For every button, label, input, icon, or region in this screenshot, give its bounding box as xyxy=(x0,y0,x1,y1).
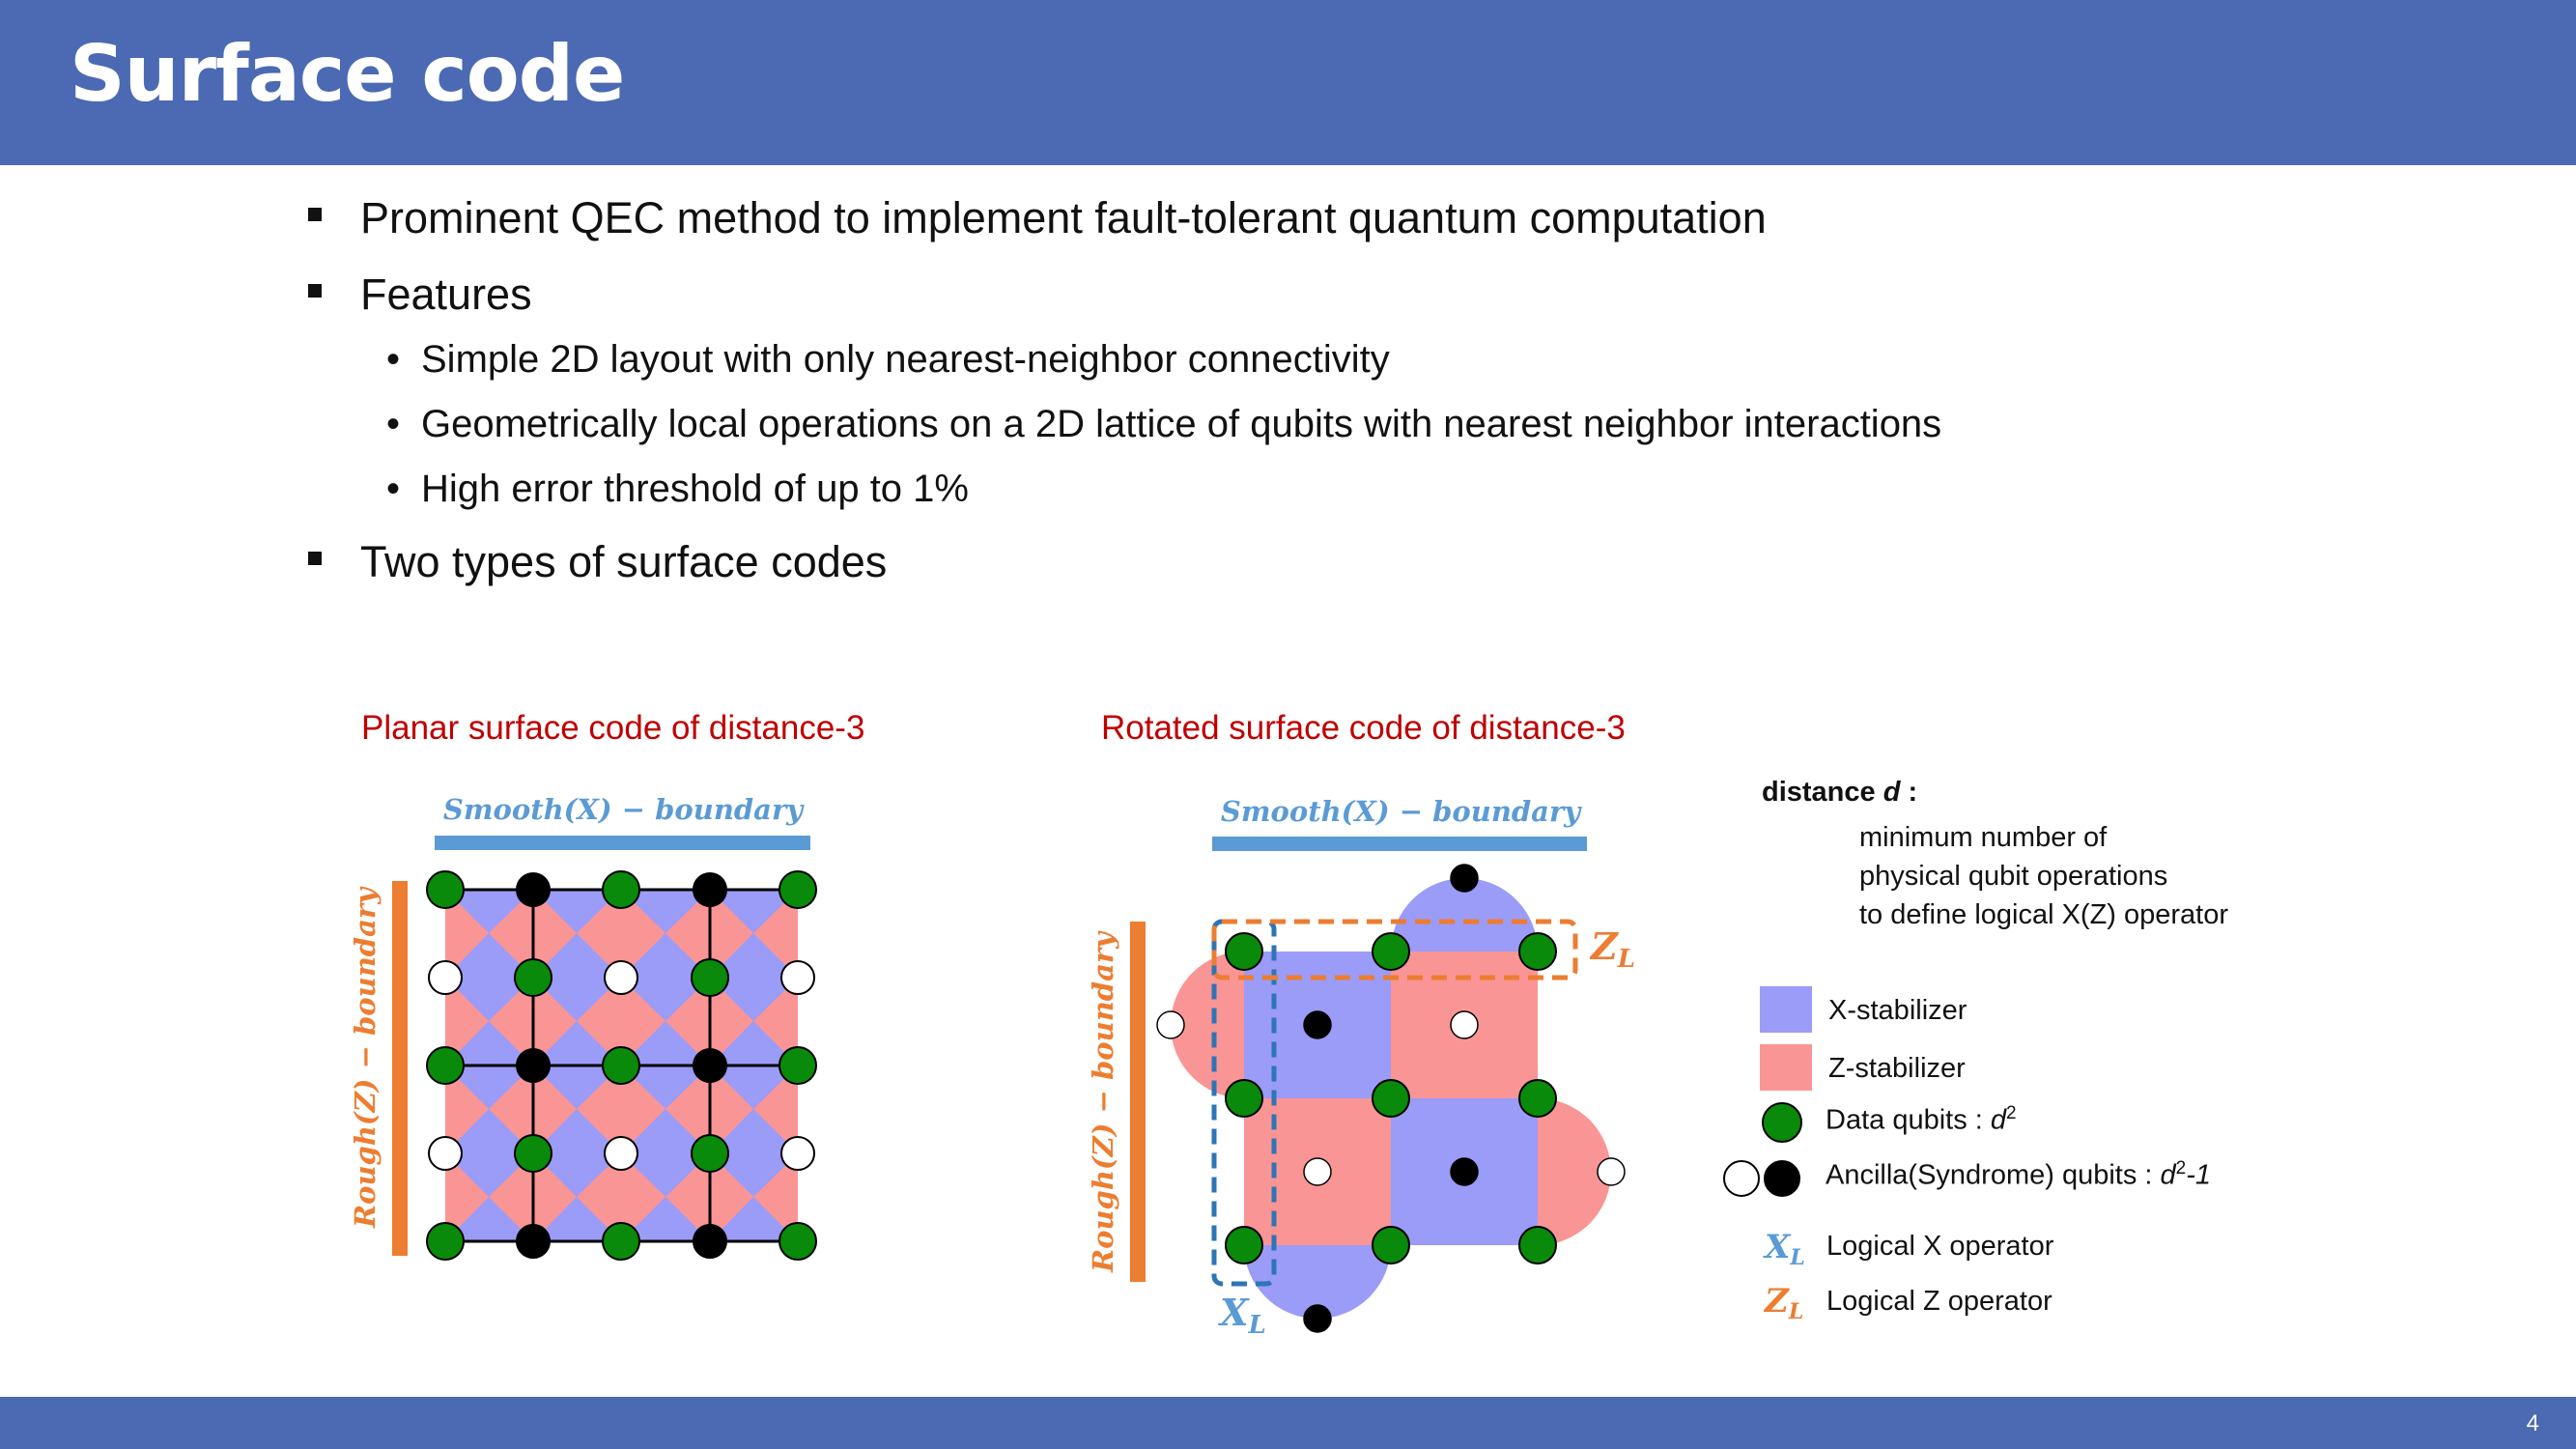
planar-row-3 xyxy=(445,1153,798,1241)
rotated-bottom-x-stabilizer xyxy=(1244,1245,1391,1319)
planar-smooth-boundary-label: Smooth(X) − boundary xyxy=(443,793,805,826)
rotated-smooth-boundary-label: Smooth(X) − boundary xyxy=(1221,795,1582,828)
rotated-rough-boundary-label: Rough(Z) − boundary xyxy=(1087,930,1119,1273)
bullet-item: Features xyxy=(308,270,532,320)
distance-desc-3: to define logical X(Z) operator xyxy=(1859,899,2229,930)
planar-surface-code: Smooth(X) − boundary Rough(Z) − boundary xyxy=(349,793,817,1261)
logical-x-operator-outline xyxy=(1211,919,1277,1287)
bullet-item: Prominent QEC method to implement fault-… xyxy=(308,193,1767,243)
dot-bullet-icon: • xyxy=(386,468,401,510)
planar-rough-boundary-bar xyxy=(392,881,408,1256)
planar-cell-tc2 xyxy=(621,890,710,978)
planar-cell-tr xyxy=(710,890,798,978)
bullet-item: Two types of surface codes xyxy=(308,537,887,587)
distance-desc-2: physical qubit operations xyxy=(1859,861,2168,892)
dot-bullet-icon: • xyxy=(386,403,401,445)
rotated-surface-code: XL ZL Smooth(X) − boundary Rough(Z) − bo… xyxy=(1087,795,1635,1340)
data-qubit-swatch xyxy=(1762,1102,1802,1143)
page-number: 4 xyxy=(2526,1410,2539,1436)
slide-title: Surface code xyxy=(70,29,625,119)
data-qubits-label: Data qubits : d2 xyxy=(1826,1103,2017,1136)
logical-z-label: ZL xyxy=(1589,924,1635,974)
planar-row-1 xyxy=(445,978,798,1065)
footer-bar: 4 xyxy=(0,1397,2576,1449)
rotated-right-z-stabilizer xyxy=(1538,1098,1611,1245)
rotated-rough-boundary-bar xyxy=(1130,922,1146,1282)
logical-z-operator-outline xyxy=(1211,919,1578,980)
logical-x-label: XL xyxy=(1218,1291,1266,1340)
x-stabilizer-label: X-stabilizer xyxy=(1828,995,1967,1026)
legend: XL ZL xyxy=(1723,986,1812,1324)
planar-rough-boundary-label: Rough(Z) − boundary xyxy=(349,886,382,1229)
logical-z-operator-label: Logical Z operator xyxy=(1826,1286,2052,1317)
square-bullet-icon xyxy=(308,284,322,298)
square-bullet-icon xyxy=(308,208,322,221)
square-bullet-icon xyxy=(308,552,322,565)
ancilla-black-swatch xyxy=(1764,1160,1800,1197)
rotated-left-z-stabilizer xyxy=(1171,952,1244,1098)
distance-title: distance d : xyxy=(1762,777,1918,808)
z-stabilizer-label: Z-stabilizer xyxy=(1828,1053,1966,1084)
rotated-smooth-boundary-bar xyxy=(1212,837,1587,851)
legend-zl-symbol: ZL xyxy=(1763,1282,1803,1324)
planar-diagram-title: Planar surface code of distance-3 xyxy=(361,709,865,747)
distance-desc-1: minimum number of xyxy=(1859,822,2108,853)
ancilla-white-swatch xyxy=(1723,1160,1760,1197)
planar-cell-tc xyxy=(533,890,621,978)
ancilla-qubits-label: Ancilla(Syndrome) qubits : d2-1 xyxy=(1826,1158,2212,1191)
sub-bullet-item: • Simple 2D layout with only nearest-nei… xyxy=(386,338,1390,381)
logical-x-operator-label: Logical X operator xyxy=(1826,1231,2054,1262)
dot-bullet-icon: • xyxy=(386,338,401,381)
planar-qubits xyxy=(426,870,817,1261)
planar-smooth-boundary-bar xyxy=(435,836,810,850)
z-stabilizer-swatch xyxy=(1760,1044,1812,1091)
rotated-top-x-stabilizer xyxy=(1391,878,1538,952)
planar-row-2 xyxy=(445,1065,798,1153)
rotated-ancilla-qubits xyxy=(1156,864,1626,1333)
rotated-diagram-title: Rotated surface code of distance-3 xyxy=(1101,709,1626,747)
planar-cell-tl xyxy=(445,890,533,978)
x-stabilizer-swatch xyxy=(1760,986,1812,1033)
legend-xl-symbol: XL xyxy=(1763,1228,1805,1270)
sub-bullet-item: • Geometrically local operations on a 2D… xyxy=(386,403,1942,445)
title-bar: Surface code xyxy=(0,0,2576,165)
sub-bullet-item: • High error threshold of up to 1% xyxy=(386,468,969,510)
rotated-data-qubits xyxy=(1225,932,1557,1264)
